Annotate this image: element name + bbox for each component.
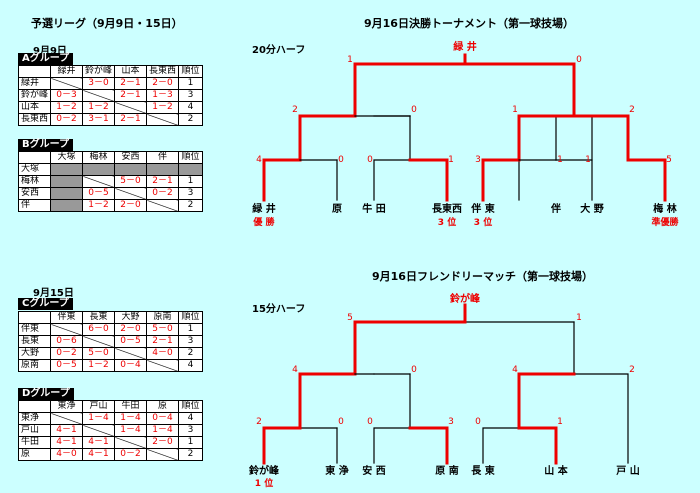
table-row: 長東 0－6 0－5 2－1 3: [18, 335, 203, 348]
score-label: 1: [557, 155, 563, 165]
score-label: 1: [576, 313, 582, 323]
friendly-title: 9月16日フレンドリーマッチ（第一球技場）: [372, 270, 593, 283]
winner-path: [517, 372, 576, 465]
group-c-label: Cグループ: [18, 298, 73, 310]
team-label: 伴 東: [470, 202, 494, 215]
score-label: 5: [347, 313, 353, 323]
score-label: 4: [256, 155, 262, 165]
score-label: 2: [256, 417, 262, 427]
table-row: 大野 0－2 5－0 4－0 2: [18, 347, 203, 360]
table-row: 伴 1－2 2－0 2: [18, 199, 203, 212]
score-label: 1: [557, 417, 563, 427]
bracket-line: [555, 159, 593, 201]
final-title: 9月16日決勝トーナメント（第一球技場）: [364, 17, 574, 30]
score-label: 1: [448, 155, 454, 165]
team-label: 大 野: [580, 202, 603, 215]
team-label: 牛 田: [362, 202, 385, 215]
score-label: 5: [666, 155, 672, 165]
score-label: 0: [475, 417, 481, 427]
winner-label: 緑 井: [453, 40, 476, 53]
bracket-line: [373, 427, 411, 464]
score-label: 0: [367, 155, 373, 165]
table-row: 伴東 6－0 2－0 5－0 1: [18, 323, 203, 336]
group-d-label: Dグループ: [18, 388, 74, 400]
result-label: 準優勝: [651, 216, 679, 228]
group-d-table: 東浄 戸山 牛田 原 順位 東浄 1－4 1－4 0－4 4 戸山 4－1 1－…: [18, 400, 203, 461]
group-a-date: 9月9日: [33, 46, 67, 57]
table-row: 長東西 0－2 3－1 2－1 2: [18, 113, 203, 126]
winner-path: [262, 303, 467, 465]
table-row: 山本 1－2 1－2 1－2 4: [18, 101, 203, 114]
group-b-table: 大塚 梅林 安西 伴 順位 大塚 梅林 5－0 2－1 1 安西 0－5 0－2…: [18, 151, 203, 212]
team-label: 伴: [550, 202, 561, 215]
team-label: 緑 井: [252, 202, 275, 215]
score-label: 0: [576, 55, 582, 65]
table-row: 原 4－0 4－1 0－2 2: [18, 448, 203, 461]
winner-path: [463, 62, 576, 202]
bracket-line: [373, 159, 411, 201]
table-row: 梅林 5－0 2－1 1: [18, 175, 203, 188]
winner-path: [408, 158, 449, 202]
score-label: 1: [585, 155, 591, 165]
team-label: 長 東: [471, 464, 494, 477]
team-label: 鈴が峰: [249, 464, 280, 477]
bracket-line: [518, 115, 557, 161]
winner-label: 鈴が峰: [450, 292, 481, 305]
winner-path: [262, 53, 467, 202]
group-c-date: 9月15日: [33, 288, 74, 299]
team-label: 山 本: [544, 464, 568, 477]
winner-path: [572, 114, 667, 202]
score-label: 2: [629, 105, 635, 115]
score-label: 0: [411, 365, 417, 375]
group-b-label: Bグループ: [18, 139, 74, 151]
score-label: 0: [367, 417, 373, 427]
score-label: 3: [475, 155, 481, 165]
team-label: 戸 山: [616, 464, 639, 477]
team-label: 原 南: [435, 464, 458, 477]
score-label: 1: [512, 105, 518, 115]
result-label: 3 位: [438, 216, 456, 228]
group-a-table: 緑井 鈴が峰 山本 長東西 順位 緑井 3－0 2－1 2－0 1 鈴が峰 0－…: [18, 65, 203, 126]
result-label: 優 勝: [252, 216, 275, 228]
group-c-table: 伴東 長東 大野 原南 順位 伴東 6－0 2－0 5－0 1 長東 0－6 0…: [18, 311, 203, 372]
league-title: 予選リーグ（9月9日・15日）: [31, 17, 183, 30]
team-label: 原: [332, 203, 342, 215]
score-label: 0: [338, 155, 344, 165]
score-label: 0: [411, 105, 417, 115]
score-label: 4: [512, 365, 518, 375]
friendly-half-label: 15分ハーフ: [252, 304, 306, 315]
team-label: 梅 林: [653, 202, 677, 215]
score-label: 1: [347, 55, 353, 65]
bracket-line: [482, 427, 520, 464]
score-label: 2: [292, 105, 298, 115]
score-label: 0: [338, 417, 344, 427]
team-label: 長東西: [432, 202, 462, 215]
table-row: 原南 0－5 1－2 0－4 4: [18, 359, 203, 372]
group-a-label: Aグループ: [18, 53, 74, 65]
bracket-line: [573, 373, 629, 464]
winner-path: [408, 426, 449, 465]
score-label: 3: [448, 417, 454, 427]
score-label: 2: [629, 365, 635, 375]
score-label: 4: [292, 365, 298, 375]
result-label: 1 位: [255, 477, 273, 489]
final-half-label: 20分ハーフ: [252, 45, 306, 56]
table-row: 牛田 4－1 4－1 2－0 1: [18, 436, 203, 449]
result-label: 3 位: [474, 216, 492, 228]
team-label: 安 西: [362, 464, 385, 477]
team-label: 東 浄: [325, 464, 348, 477]
table-row: 安西 0－5 0－2 3: [18, 187, 203, 200]
